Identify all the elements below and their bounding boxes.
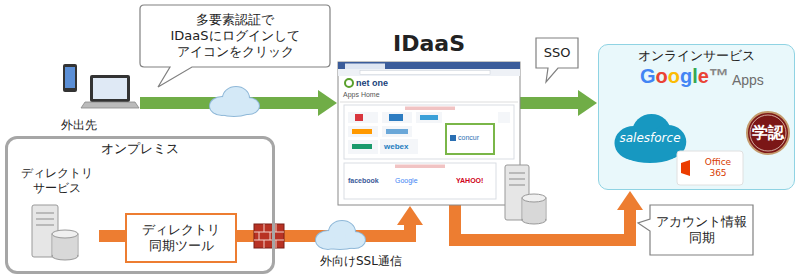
device-illustration	[63, 64, 77, 92]
client-node: 外出先	[55, 60, 140, 135]
portal-screenshot	[395, 165, 445, 169]
portal-screenshot	[446, 124, 494, 154]
firewall-icon	[276, 240, 277, 248]
node-text: 多要素認証で IDaaSにログインして アイコンをクリック	[146, 12, 324, 61]
portal-screenshot	[348, 126, 378, 137]
logo-text: Apps	[732, 72, 764, 89]
screen-text: Apps Home	[343, 91, 380, 99]
callout-bubble: 多要素認証で IDaaSにログインして アイコンをクリック	[140, 5, 330, 67]
edge-label: 外向けSSL通信	[318, 254, 404, 270]
portal-screenshot	[345, 79, 353, 87]
node-text: ディレクトリ サービス	[21, 166, 93, 196]
screen-text: YAHOO!	[456, 177, 483, 185]
node-outline	[638, 205, 753, 255]
network-cloud	[322, 237, 358, 249]
server-icon	[32, 205, 78, 260]
node-outline	[747, 112, 789, 154]
server-icon	[36, 212, 54, 214]
firewall-icon	[270, 232, 271, 240]
node-text: ディレクトリ 同期ツール	[133, 222, 229, 255]
server-icon	[52, 230, 78, 238]
firewall-icon	[264, 240, 265, 248]
firewall-icon	[254, 224, 284, 248]
portal-screenshot	[386, 129, 408, 134]
portal-screenshot	[405, 107, 455, 111]
node-text: IDaaS	[393, 30, 465, 58]
network-cloud	[216, 102, 252, 116]
screen-text: webex	[384, 142, 408, 152]
node-text: salesforce	[619, 131, 680, 146]
portal-screenshot	[338, 62, 520, 205]
firewall-icon	[264, 224, 265, 232]
network-cloud	[316, 221, 365, 249]
portal-screenshot	[355, 114, 363, 121]
node-text: オンプレミス	[101, 141, 179, 157]
portal-screenshot	[416, 112, 442, 123]
portal-screenshot	[360, 71, 490, 75]
node-text: Office 365	[699, 157, 737, 180]
network-cloud	[216, 102, 252, 116]
portal-screenshot	[450, 135, 456, 141]
node-outline	[140, 5, 330, 87]
firewall-icon	[254, 224, 284, 248]
node-text: 学認	[752, 123, 784, 143]
firewall-icon	[259, 232, 260, 240]
portal-screenshot	[338, 62, 520, 205]
logo-text: Google™	[640, 64, 729, 88]
screen-text: concur	[458, 134, 479, 142]
node-text: アカウント情報 同期	[656, 214, 747, 247]
server-icon	[509, 178, 525, 180]
server-icon	[36, 224, 54, 226]
portal-screenshot	[345, 64, 385, 70]
portal-screenshot	[344, 105, 514, 159]
portal-screenshot	[338, 62, 520, 69]
directory-node: ディレクトリ サービス	[15, 166, 99, 266]
portal-screenshot	[344, 163, 496, 199]
portal-screenshot	[389, 114, 403, 121]
device-illustration	[63, 64, 139, 108]
server-icon	[36, 218, 54, 220]
office-icon	[681, 160, 690, 176]
portal-screenshot	[498, 112, 510, 123]
device-illustration	[93, 78, 127, 99]
server-icon	[505, 165, 546, 224]
node-outline	[750, 115, 786, 151]
portal-screenshot	[382, 112, 412, 123]
screen-text: net one	[356, 78, 388, 89]
portal-screenshot	[348, 112, 378, 123]
node-outline	[536, 38, 578, 82]
network-cloud	[210, 87, 259, 116]
portal-screenshot	[352, 129, 372, 134]
device-illustration	[65, 67, 75, 88]
node-text: オンラインサービス	[638, 48, 755, 64]
flow-arrow	[99, 230, 125, 242]
portal-screenshot	[420, 115, 438, 120]
firewall-icon	[276, 224, 277, 232]
server-icon	[509, 184, 525, 186]
node-outline	[677, 151, 743, 185]
process-box: ディレクトリ 同期ツール	[125, 213, 237, 263]
portal-screenshot	[338, 69, 520, 76]
portal-screenshot	[340, 102, 518, 103]
device-illustration	[90, 75, 130, 102]
portal-screenshot	[380, 139, 418, 154]
server-icon	[522, 194, 546, 202]
screen-text: Google	[395, 177, 418, 185]
onprem-region: オンプレミスディレクトリ サービスディレクトリ 同期ツール	[5, 136, 275, 274]
service-logo: 学認	[746, 111, 790, 155]
callout-bubble: アカウント情報 同期	[650, 205, 753, 255]
server-icon	[509, 172, 525, 174]
callout-bubble: SSO	[536, 38, 578, 68]
flow-arrow	[520, 97, 578, 109]
portal-screenshot	[352, 144, 372, 149]
device-illustration	[81, 102, 139, 108]
node-text: SSO	[544, 45, 571, 61]
screen-text: facebook	[348, 177, 379, 185]
node-text: 外出先	[61, 118, 97, 133]
service-logo: salesforce	[613, 113, 687, 163]
portal-screenshot	[382, 126, 412, 137]
network-cloud	[322, 237, 358, 249]
portal-screenshot	[348, 140, 378, 154]
service-logo: Office 365	[677, 151, 743, 185]
